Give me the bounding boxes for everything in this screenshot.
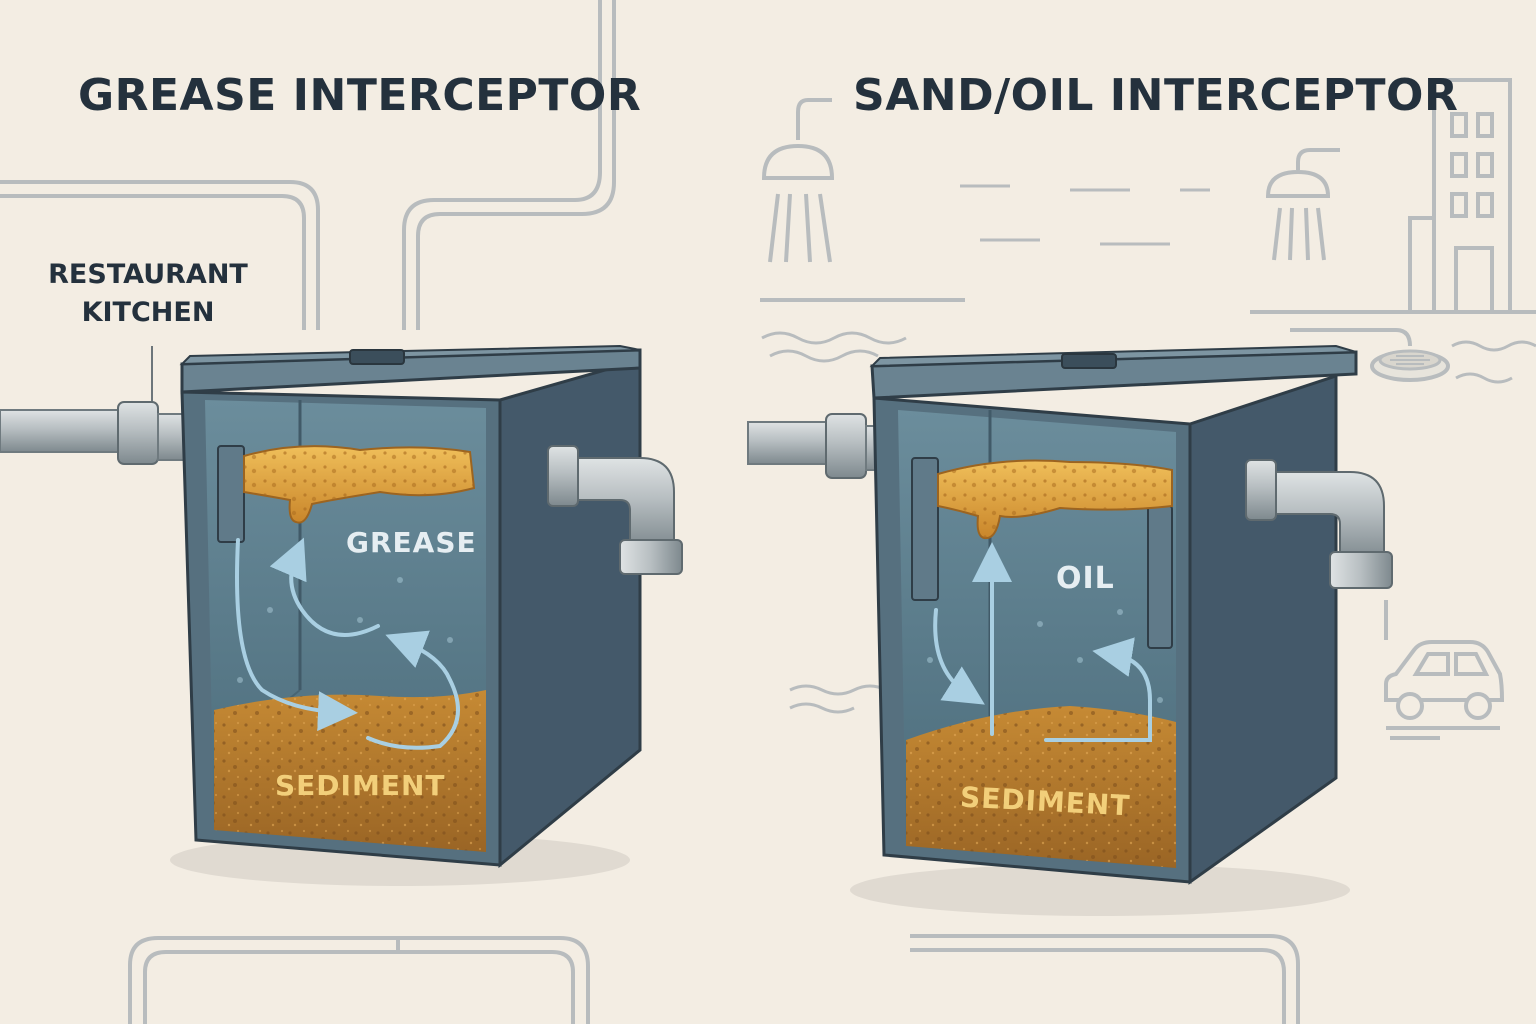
inlet-baffle (217, 445, 245, 543)
water-waves (761, 184, 1536, 714)
lid-handle (349, 349, 405, 365)
oil-layer (937, 459, 1173, 540)
flow-arrows (235, 537, 460, 750)
grease-label: GREASE (346, 526, 477, 559)
inlet-pipe (747, 413, 891, 479)
inlet-pipe (0, 401, 199, 465)
callout-line-2: KITCHEN (81, 297, 215, 328)
shower-icon (1265, 148, 1340, 261)
sediment-layer (906, 706, 1176, 868)
sand-oil-interceptor-title: SAND/OIL INTERCEPTOR (853, 70, 1459, 121)
callout-line-1: RESTAURANT (48, 259, 248, 290)
outlet-pipe (1245, 459, 1393, 589)
shower-icon (761, 98, 835, 263)
sediment-layer (214, 690, 486, 852)
floor-drain-icon (1370, 349, 1450, 382)
grease-interceptor-tank (0, 344, 683, 886)
inlet-baffle (911, 457, 939, 601)
restaurant-kitchen-callout: RESTAURANT KITCHEN (48, 256, 248, 332)
flow-arrows (933, 542, 1152, 742)
sand-oil-interceptor-tank (747, 344, 1393, 916)
lid-handle (1061, 353, 1117, 369)
oil-label: OIL (1056, 561, 1115, 596)
building-icon (1408, 78, 1512, 314)
outlet-baffle (1147, 505, 1173, 649)
car-icon (1384, 640, 1505, 740)
grease-layer (243, 445, 476, 524)
grease-interceptor-title: GREASE INTERCEPTOR (78, 70, 642, 121)
sediment-label-left: SEDIMENT (275, 769, 446, 802)
outlet-pipe (547, 445, 683, 575)
